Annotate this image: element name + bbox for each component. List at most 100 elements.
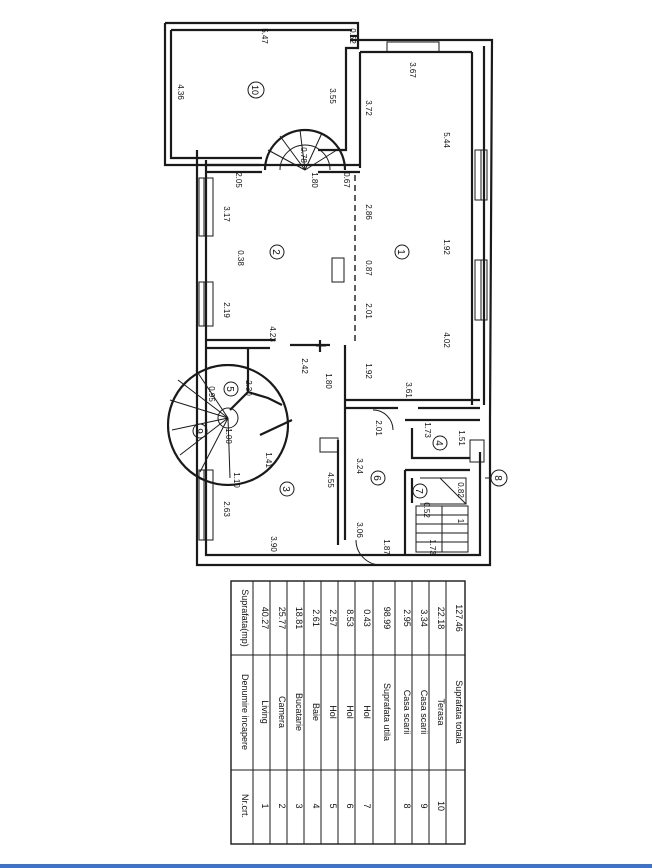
dim-label: 1 bbox=[456, 519, 465, 524]
svg-text:127.46: 127.46 bbox=[454, 604, 464, 632]
dimension-labels: 5.47 0.52 4.36 3.55 0.78 3.72 3.67 5.44 … bbox=[176, 28, 466, 555]
svg-text:98.99: 98.99 bbox=[382, 607, 392, 630]
dim-label: 3.67 bbox=[408, 62, 417, 78]
svg-text:Suprafata totala: Suprafata totala bbox=[454, 680, 464, 744]
dim-label: 0.52 bbox=[348, 28, 357, 44]
dim-label: 3.24 bbox=[355, 458, 364, 474]
svg-text:Hol: Hol bbox=[328, 705, 338, 719]
svg-text:Hol: Hol bbox=[362, 705, 372, 719]
dim-label: 4.55 bbox=[326, 472, 335, 488]
svg-text:1: 1 bbox=[395, 249, 406, 255]
dim-label: 0.38 bbox=[236, 250, 245, 266]
table-row: Suprafata utila 98.99 bbox=[382, 607, 392, 741]
table-row: 1 Living 40.27 bbox=[260, 607, 270, 809]
svg-text:Terasa: Terasa bbox=[436, 698, 446, 725]
dim-label: 1.87 bbox=[382, 539, 391, 555]
svg-text:6: 6 bbox=[371, 475, 382, 481]
dim-label: 4.02 bbox=[442, 332, 451, 348]
dim-label: 3.90 bbox=[269, 536, 278, 552]
svg-text:9: 9 bbox=[193, 428, 204, 434]
svg-text:Baie: Baie bbox=[311, 703, 321, 721]
dim-label: 0.78 bbox=[299, 147, 308, 163]
svg-text:5: 5 bbox=[328, 803, 338, 808]
svg-text:8: 8 bbox=[492, 475, 503, 481]
table-row: 5 Hol 2.57 bbox=[328, 609, 338, 808]
dim-label: 2.86 bbox=[364, 204, 373, 220]
table-rows: 1 Living 40.27 2 Camera 25.77 3 Bucatari… bbox=[260, 604, 464, 811]
dim-label: 2.01 bbox=[374, 420, 383, 436]
dim-label: 2.01 bbox=[364, 303, 373, 319]
dim-label: 1.41 bbox=[264, 452, 273, 468]
svg-text:4: 4 bbox=[311, 803, 321, 808]
svg-text:8: 8 bbox=[402, 803, 412, 808]
svg-text:Suprafata utila: Suprafata utila bbox=[382, 683, 392, 741]
dim-label: 2.19 bbox=[222, 302, 231, 318]
svg-text:8.53: 8.53 bbox=[345, 609, 355, 627]
dim-label: 2.63 bbox=[222, 501, 231, 517]
table-row: 4 Baie 2.61 bbox=[311, 609, 321, 808]
svg-text:2.95: 2.95 bbox=[402, 609, 412, 627]
svg-text:Camera: Camera bbox=[277, 696, 287, 728]
svg-text:40.27: 40.27 bbox=[260, 607, 270, 630]
header-nr: Nr.crt. bbox=[240, 794, 250, 818]
dim-label: 0.67 bbox=[342, 172, 351, 188]
svg-text:3.34: 3.34 bbox=[419, 609, 429, 627]
dim-label: 1.92 bbox=[442, 239, 451, 255]
svg-text:Living: Living bbox=[260, 700, 270, 724]
dim-label: 2.05 bbox=[234, 172, 243, 188]
svg-text:Hol: Hol bbox=[345, 705, 355, 719]
svg-text:22.18: 22.18 bbox=[436, 607, 446, 630]
dim-label: 4.23 bbox=[268, 326, 277, 342]
svg-text:7: 7 bbox=[362, 803, 372, 808]
dim-label: 1.92 bbox=[364, 363, 373, 379]
dim-label: 1.10 bbox=[232, 472, 241, 488]
dim-label: 2.30 bbox=[244, 380, 253, 396]
svg-text:3: 3 bbox=[280, 486, 291, 492]
dim-label: 3.61 bbox=[404, 382, 413, 398]
table-header-row: Nr.crt. Denumire incapere Suprafata(mp) bbox=[240, 589, 250, 818]
svg-text:10: 10 bbox=[436, 801, 446, 811]
dim-label: 0.87 bbox=[364, 260, 373, 276]
svg-text:Casa scarii: Casa scarii bbox=[402, 690, 412, 735]
room-number-1: 1 bbox=[394, 244, 410, 260]
header-area: Suprafata(mp) bbox=[240, 589, 250, 647]
room-number-10: 10 bbox=[247, 81, 265, 99]
table-row: Suprafata totala 127.46 bbox=[454, 604, 464, 744]
dim-label: 1.80 bbox=[324, 373, 333, 389]
room-number-2: 2 bbox=[269, 244, 285, 260]
room-number-3: 3 bbox=[279, 481, 295, 497]
svg-text:1: 1 bbox=[260, 803, 270, 808]
dim-label: 3.17 bbox=[222, 206, 231, 222]
room-number-4: 4 bbox=[432, 435, 448, 451]
dim-label: 1.80 bbox=[310, 172, 319, 188]
dim-label: 3.55 bbox=[328, 88, 337, 104]
svg-text:10: 10 bbox=[250, 85, 260, 95]
svg-text:0.43: 0.43 bbox=[362, 609, 372, 627]
dim-label: 1.51 bbox=[457, 430, 466, 446]
svg-text:3: 3 bbox=[294, 803, 304, 808]
svg-text:Bucatarie: Bucatarie bbox=[294, 693, 304, 731]
dim-label: 0.82 bbox=[456, 482, 465, 498]
dim-label: 2.42 bbox=[300, 358, 309, 374]
svg-text:18.81: 18.81 bbox=[294, 607, 304, 630]
dim-label: 3.72 bbox=[364, 100, 373, 116]
table-row: 10 Terasa 22.18 bbox=[436, 607, 446, 811]
svg-text:2.61: 2.61 bbox=[311, 609, 321, 627]
plan-walls bbox=[163, 21, 494, 567]
svg-text:Casa scarii: Casa scarii bbox=[419, 690, 429, 735]
dim-label: 5.47 bbox=[260, 28, 269, 44]
svg-text:4: 4 bbox=[433, 440, 444, 446]
bottom-accent-bar bbox=[0, 864, 652, 868]
dim-label: 5.44 bbox=[442, 132, 451, 148]
room-number-9: 9 bbox=[192, 423, 208, 439]
dim-label: 0.52 bbox=[422, 502, 431, 518]
dim-label: 0.95 bbox=[207, 386, 216, 402]
svg-text:2.57: 2.57 bbox=[328, 609, 338, 627]
table-row: 7 Hol 0.43 bbox=[362, 609, 372, 808]
dim-label: 4.36 bbox=[176, 84, 185, 100]
dim-label: 1.73 bbox=[428, 539, 437, 555]
area-table bbox=[230, 580, 466, 845]
svg-text:2: 2 bbox=[277, 803, 287, 808]
table-row: 3 Bucatarie 18.81 bbox=[294, 607, 304, 809]
